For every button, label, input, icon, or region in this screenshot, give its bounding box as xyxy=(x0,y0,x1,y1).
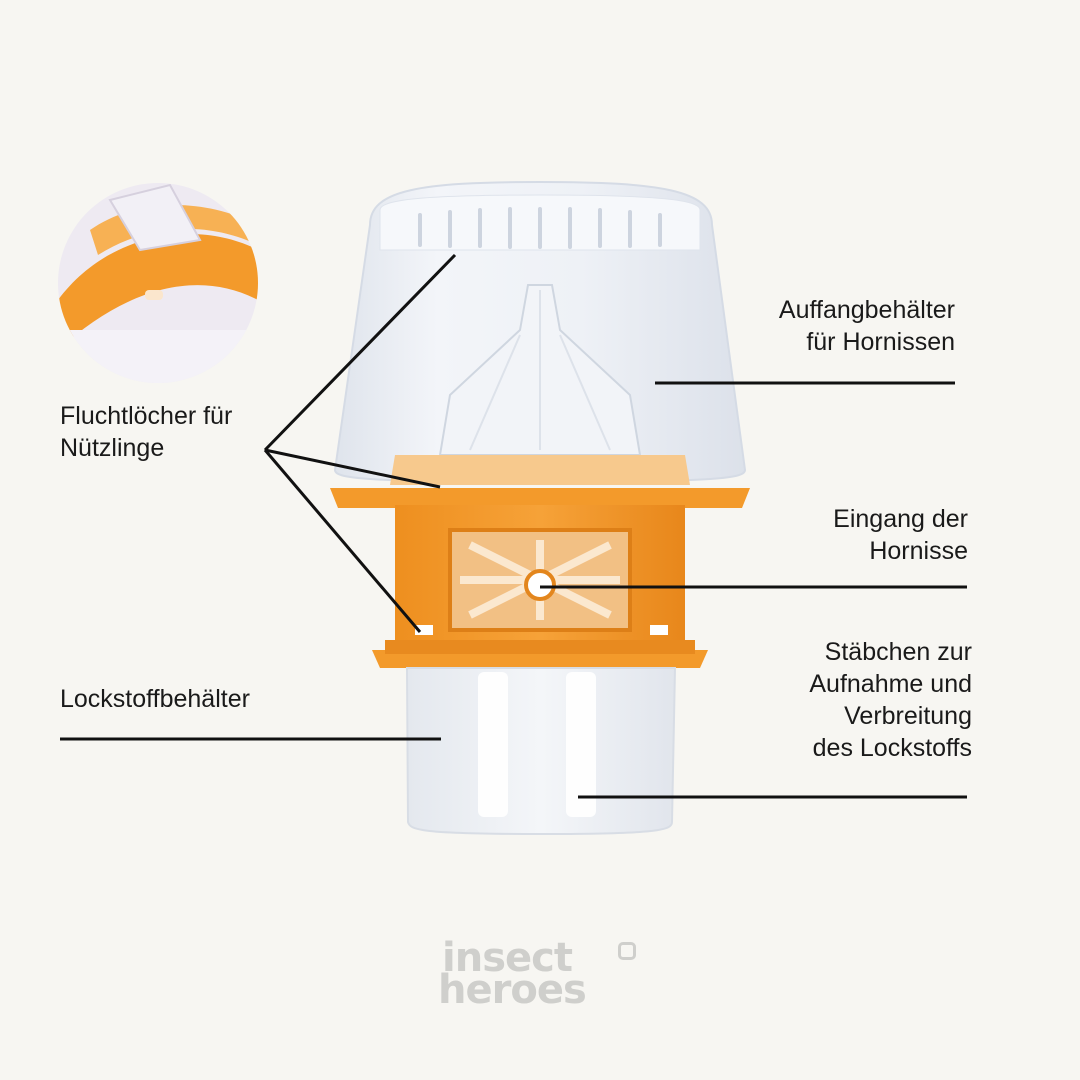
brand-logo: insect heroes xyxy=(438,935,587,1013)
label-entrance: Eingang der Hornisse xyxy=(833,505,968,565)
brand-mark-icon xyxy=(618,942,636,960)
entrance-window xyxy=(415,528,668,635)
label-sticks: Stäbchen zur Aufnahme und Verbreitung de… xyxy=(809,638,972,762)
lure-container xyxy=(405,667,677,836)
label-catch-container: Auffangbehälter für Hornissen xyxy=(778,296,955,356)
label-lure-container: Lockstoffbehälter xyxy=(60,685,250,713)
label-escape-holes: Fluchtlöcher für Nützlinge xyxy=(60,402,233,462)
leader-lines xyxy=(60,253,967,799)
detail-inset xyxy=(58,183,258,383)
